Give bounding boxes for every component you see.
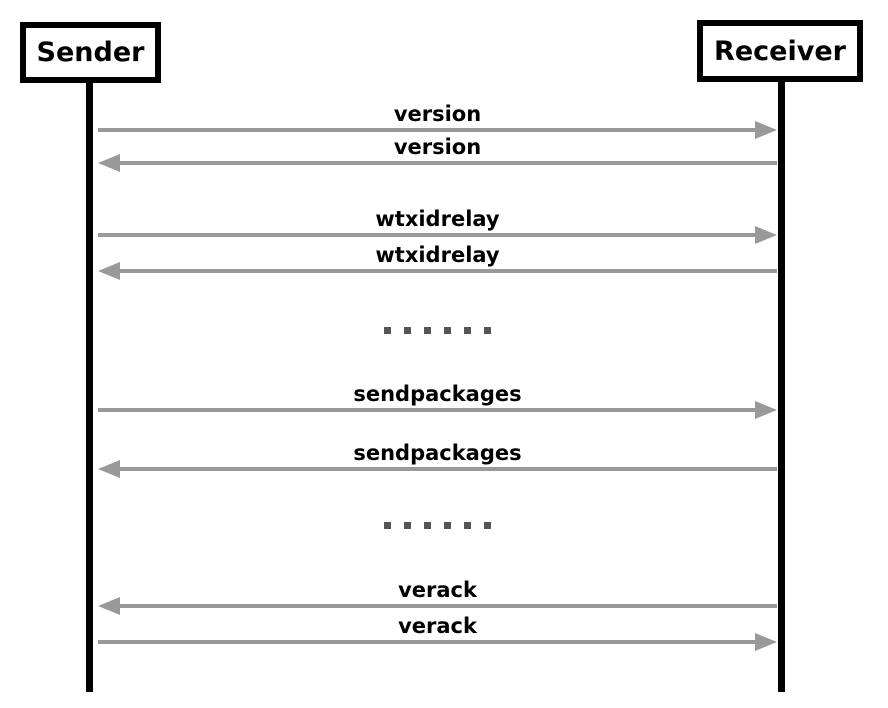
lifeline-receiver (778, 80, 785, 692)
dot-icon (384, 522, 391, 529)
dot-icon (444, 522, 451, 529)
ellipsis-gap (98, 522, 777, 529)
message-label: version (393, 102, 482, 126)
arrowhead-icon (755, 401, 777, 419)
dot-icon (384, 327, 391, 334)
arrowhead-icon (98, 154, 120, 172)
message-label: verack (398, 614, 477, 638)
dot-icon (404, 327, 411, 334)
message-arrow-right (98, 401, 777, 419)
participant-label-sender: Sender (36, 37, 145, 68)
dot-icon (484, 327, 491, 334)
dot-icon (464, 327, 471, 334)
message-label: wtxidrelay (375, 243, 500, 267)
ellipsis-gap (98, 327, 777, 334)
participant-box-sender: Sender (20, 22, 161, 83)
message-label: version (393, 135, 482, 159)
dot-icon (484, 522, 491, 529)
participant-label-receiver: Receiver (714, 35, 846, 67)
arrowhead-icon (755, 633, 777, 651)
arrowhead-icon (98, 460, 120, 478)
message-arrow-right (98, 633, 777, 651)
dot-icon (444, 327, 451, 334)
participant-box-receiver: Receiver (697, 20, 863, 82)
message-label: sendpackages (353, 441, 522, 465)
arrowhead-icon (755, 226, 777, 244)
message-label: verack (398, 578, 477, 602)
dot-icon (424, 522, 431, 529)
message-arrow-left (98, 460, 777, 478)
message-arrow-right (98, 121, 777, 139)
dot-icon (424, 327, 431, 334)
lifeline-sender (86, 80, 93, 692)
message-arrow-right (98, 226, 777, 244)
dot-icon (464, 522, 471, 529)
message-label: wtxidrelay (375, 207, 500, 231)
message-arrow-left (98, 262, 777, 280)
arrowhead-icon (755, 121, 777, 139)
arrowhead-icon (98, 262, 120, 280)
message-label: sendpackages (353, 382, 522, 406)
arrowhead-icon (98, 597, 120, 615)
dot-icon (404, 522, 411, 529)
message-arrow-left (98, 154, 777, 172)
message-arrow-left (98, 597, 777, 615)
